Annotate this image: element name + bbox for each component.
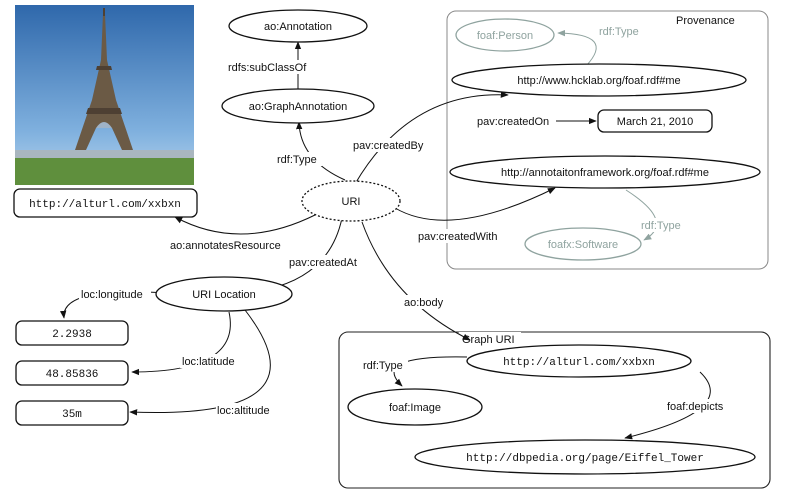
node-ao-annotation-label: ao:Annotation [264, 21, 332, 33]
provenance-group-title: Provenance [676, 15, 735, 27]
edge-label-pav-createdat: pav:createdAt [289, 257, 357, 269]
node-dbpedia-uri-label: http://dbpedia.org/page/Eiffel_Tower [466, 453, 704, 465]
node-longitude-value-label: 2.2938 [52, 329, 92, 341]
node-foaf-image: foaf:Image [347, 388, 483, 426]
node-uri-location: URI Location [155, 276, 293, 312]
node-ao-annotation: ao:Annotation [228, 9, 368, 43]
node-uri-location-label: URI Location [192, 289, 256, 301]
node-dbpedia-uri: http://dbpedia.org/page/Eiffel_Tower [414, 439, 756, 475]
edge-label-rdf-type-software: rdf:Type [641, 220, 681, 232]
edge-label-pav-createdon: pav:createdOn [477, 116, 549, 128]
node-uri-label: URI [342, 196, 361, 208]
node-latitude-value: 48.85836 [15, 360, 129, 386]
node-foaf-image-label: foaf:Image [389, 402, 441, 414]
node-foaf-person-label: foaf:Person [477, 30, 533, 42]
node-uri: URI [301, 180, 401, 222]
node-body-image-uri: http://alturl.com/xxbxn [466, 344, 692, 378]
node-longitude-value: 2.2938 [15, 320, 129, 346]
node-software-uri: http://annotaitonframework.org/foaf.rdf#… [449, 155, 761, 189]
eiffel-tower-image [15, 5, 194, 185]
node-latitude-value-label: 48.85836 [46, 369, 99, 381]
edge-label-loc-altitude: loc:altitude [217, 405, 270, 417]
edge-label-loc-longitude: loc:longitude [81, 289, 143, 301]
graph-uri-group-title: Graph URI [462, 334, 515, 346]
node-creator-uri: http://www.hcklab.org/foaf.rdf#me [451, 63, 747, 97]
node-foafx-software: foafx:Software [524, 227, 642, 261]
node-altitude-value: 35m [15, 400, 129, 426]
edge-label-rdf-type-image: rdf:Type [363, 360, 403, 372]
node-body-image-uri-label: http://alturl.com/xxbxn [503, 357, 655, 369]
node-created-on-date-label: March 21, 2010 [617, 116, 693, 128]
node-software-uri-label: http://annotaitonframework.org/foaf.rdf#… [501, 167, 709, 179]
edge-label-rdf-type: rdf:Type [277, 154, 317, 166]
node-ao-graphannotation-label: ao:GraphAnnotation [249, 101, 347, 113]
node-foafx-software-label: foafx:Software [548, 239, 618, 251]
edge-label-foaf-depicts: foaf:depicts [667, 401, 724, 413]
node-created-on-date: March 21, 2010 [597, 109, 713, 133]
node-image-url: http://alturl.com/xxbxn [13, 188, 198, 218]
node-image-url-label: http://alturl.com/xxbxn [29, 199, 181, 211]
edge-label-rdf-type-person: rdf:Type [599, 26, 639, 38]
node-altitude-value-label: 35m [62, 409, 82, 421]
edge-label-ao-body: ao:body [404, 297, 444, 309]
edge-label-loc-latitude: loc:latitude [182, 356, 235, 368]
edge-label-pav-createdwith: pav:createdWith [418, 231, 497, 243]
node-creator-uri-label: http://www.hcklab.org/foaf.rdf#me [517, 75, 680, 87]
edge-label-ao-annotatesresource: ao:annotatesResource [170, 240, 281, 252]
edge-label-pav-createdby: pav:createdBy [353, 140, 424, 152]
node-ao-graphannotation: ao:GraphAnnotation [221, 88, 375, 124]
node-foaf-person: foaf:Person [455, 18, 555, 52]
edge-label-rdfs-subclassof: rdfs:subClassOf [228, 62, 307, 74]
